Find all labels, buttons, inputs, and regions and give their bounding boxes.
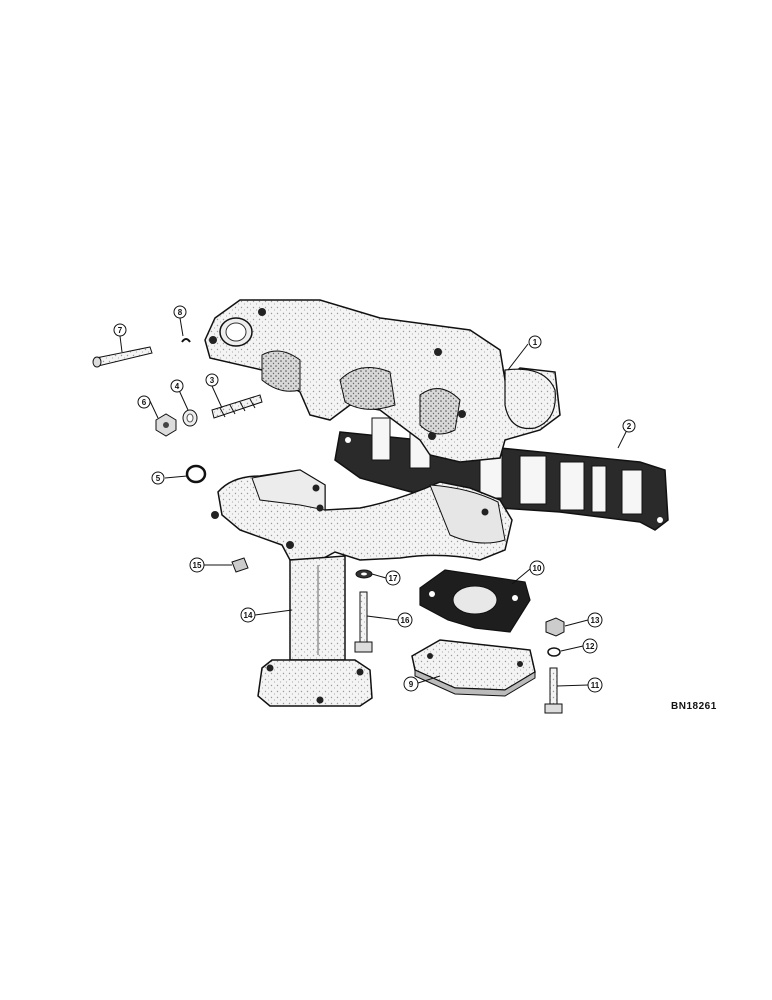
nut (155, 413, 177, 437)
svg-text:5: 5 (156, 474, 161, 483)
callout-2: 2 (622, 419, 636, 433)
callout-9: 9 (403, 676, 419, 692)
callout-13: 13 (587, 612, 603, 628)
svg-text:11: 11 (591, 681, 600, 690)
callout-16: 16 (397, 612, 413, 628)
svg-text:9: 9 (409, 680, 414, 689)
callout-4: 4 (170, 379, 184, 393)
svg-text:16: 16 (401, 616, 410, 625)
svg-text:10: 10 (533, 564, 542, 573)
flange-gasket (419, 569, 531, 633)
callout-12: 12 (582, 638, 598, 654)
split-lock-washer (547, 647, 561, 657)
long-stud (92, 346, 153, 368)
leader-lines (119, 317, 629, 687)
svg-text:2: 2 (627, 422, 632, 431)
callout-14: 14 (240, 607, 256, 623)
exhaust-gasket (334, 417, 669, 531)
stud (211, 394, 263, 419)
drawing-code: BN18261 (671, 701, 717, 712)
svg-text:3: 3 (210, 376, 215, 385)
callout-7: 7 (113, 323, 127, 337)
lock-washer (182, 409, 198, 427)
svg-text:8: 8 (178, 308, 183, 317)
svg-text:6: 6 (142, 398, 147, 407)
washer (355, 569, 373, 579)
cap-screw (354, 591, 373, 653)
hex-nut (545, 617, 565, 637)
callout-5: 5 (151, 471, 165, 485)
callout-6: 6 (137, 395, 151, 409)
callout-8: 8 (173, 305, 187, 319)
svg-text:17: 17 (389, 574, 398, 583)
svg-text:15: 15 (193, 561, 202, 570)
callout-1: 1 (528, 335, 542, 349)
sealing-ring (185, 464, 207, 484)
bolt (544, 667, 563, 714)
callout-11: 11 (587, 677, 603, 693)
svg-text:1: 1 (533, 338, 538, 347)
clip (181, 338, 191, 343)
svg-text:13: 13 (591, 616, 600, 625)
svg-text:7: 7 (118, 326, 123, 335)
svg-text:12: 12 (586, 642, 595, 651)
svg-text:14: 14 (244, 611, 253, 620)
callout-10: 10 (529, 560, 545, 576)
callout-3: 3 (205, 373, 219, 387)
intake-manifold (211, 469, 513, 707)
pipe-plug (231, 557, 249, 573)
callout-17: 17 (385, 570, 401, 586)
cover-plate (411, 639, 536, 697)
exhaust-manifold (204, 299, 561, 463)
callout-15: 15 (189, 557, 205, 573)
svg-text:4: 4 (175, 382, 180, 391)
